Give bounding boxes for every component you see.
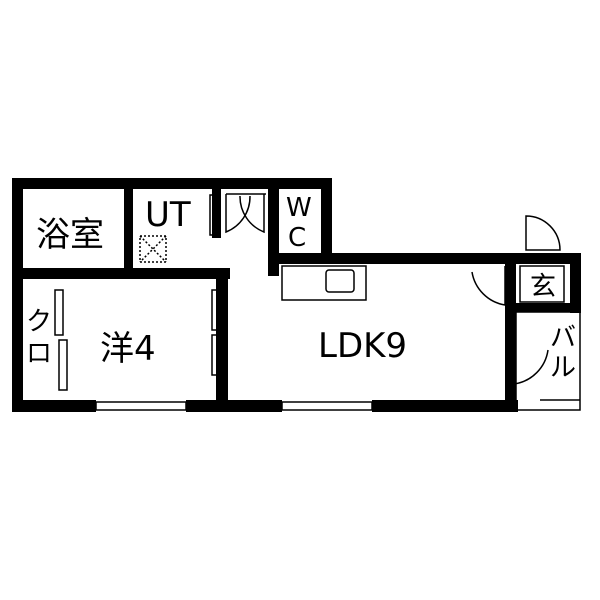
room-label-closet-bottom: ロ xyxy=(26,339,52,369)
room-label-wc-c: C xyxy=(288,223,306,253)
room-label-balcony-bottom: ル xyxy=(550,353,576,383)
windows xyxy=(54,194,581,411)
outer-walls xyxy=(12,178,581,412)
room-label-wc-w: W xyxy=(286,193,312,223)
room-label-bath: 浴室 xyxy=(36,215,104,255)
room-label-entrance: 玄 xyxy=(530,272,556,302)
room-label-balcony-top: バ xyxy=(550,323,576,353)
room-label-western: 洋4 xyxy=(100,329,156,369)
room-label-closet-top: ク xyxy=(26,307,52,337)
room-labels: 浴室 UT W C 洋4 ク ロ LDK9 玄 バ ル xyxy=(26,193,576,383)
doors xyxy=(225,193,565,385)
room-label-ldk: LDK9 xyxy=(318,326,407,366)
room-label-utility: UT xyxy=(145,195,191,235)
